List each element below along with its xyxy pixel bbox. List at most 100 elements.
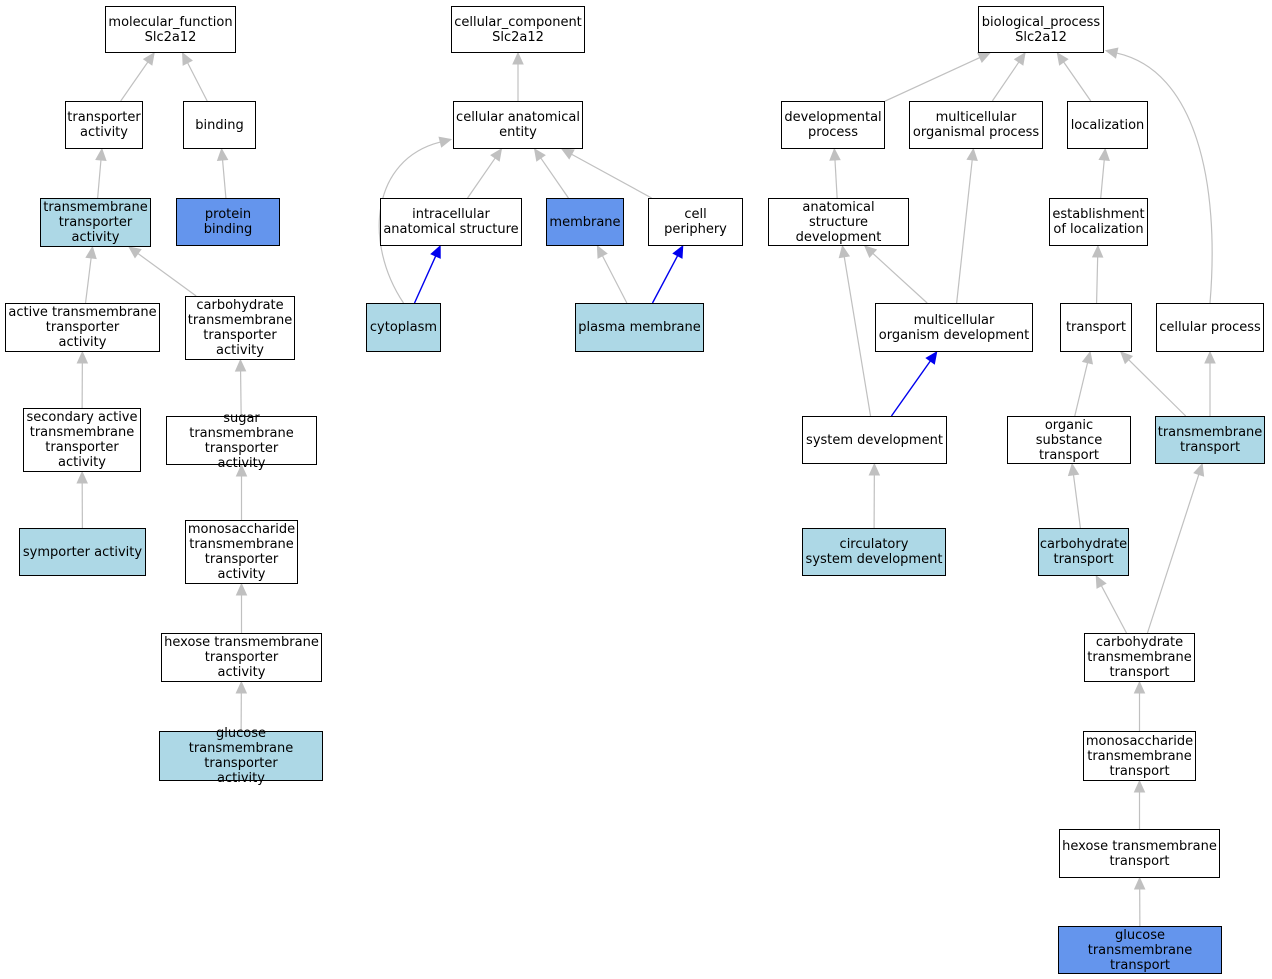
edge-bp_system_dev-to-bp_anat_dev-arrowhead	[838, 244, 851, 259]
node-membrane[interactable]: membrane	[546, 198, 624, 246]
edge-bp_multi_dev-to-bp_multicellular	[956, 159, 973, 304]
node-hexose-transmembrane-transport[interactable]: hexose transmembrane transport	[1059, 829, 1220, 878]
node-carbohydrate-transport[interactable]: carbohydrate transport	[1038, 528, 1129, 576]
edge-bp_organic-to-bp_transport-arrowhead	[1081, 350, 1094, 365]
edge-bp_mono_tm-to-bp_carb_tm-arrowhead	[1133, 680, 1146, 694]
edge-mf_transporter-to-mf_root-arrowhead	[142, 52, 155, 66]
edge-bp_carb_tm-to-bp_carb_transport-arrowhead	[1095, 574, 1107, 589]
edge-bp_transport-to-bp_establishment	[1095, 256, 1099, 304]
edge-bp_multicellular-to-bp_root-arrowhead	[1013, 52, 1026, 66]
edge-mf_active_tm-to-mf_tm_transporter	[84, 257, 92, 304]
node-cytoplasm[interactable]: cytoplasm	[366, 303, 441, 352]
edge-mf_transporter-to-mf_root	[120, 61, 149, 102]
node-establishment-of-localization[interactable]: establishment of localization	[1049, 198, 1148, 246]
edge-bp_carb_tm-to-bp_tm_transport	[1146, 474, 1200, 634]
edge-bp_cellular-to-bp_root-arrowhead	[1104, 47, 1119, 59]
edge-bp_developmental-to-bp_root-arrowhead	[976, 52, 991, 64]
edge-cc_membrane-to-cc_anatomical	[540, 157, 569, 199]
node-developmental-process[interactable]: developmental process	[781, 101, 885, 149]
edge-mf_carb_tm-to-mf_tm_transporter-arrowhead	[128, 246, 142, 259]
node-intracellular-anatomical-structure[interactable]: intracellular anatomical structure	[380, 198, 522, 246]
node-symporter-activity[interactable]: symporter activity	[19, 528, 146, 576]
edge-bp_anat_dev-to-bp_developmental	[834, 159, 838, 199]
node-molecular-function-root[interactable]: molecular_function Slc2a12	[105, 6, 236, 53]
node-transmembrane-transporter-activity[interactable]: transmembrane transporter activity	[40, 198, 151, 247]
edge-bp_tm_transport-to-bp_transport	[1128, 359, 1187, 417]
node-biological-process-root[interactable]: biological_process Slc2a12	[978, 6, 1104, 53]
edge-mf_binding-to-mf_root	[187, 62, 208, 102]
edge-mf_active_tm-to-mf_tm_transporter-arrowhead	[85, 245, 97, 260]
edge-mf_sugar_tm-to-mf_carb_tm	[239, 370, 242, 417]
edge-cc_plasma-to-cc_periphery-arrowhead	[672, 244, 684, 259]
node-carbohydrate-transmembrane-transporter-activity[interactable]: carbohydrate transmembrane transporter a…	[185, 296, 295, 360]
edge-bp_carb_transport-to-bp_organic-arrowhead	[1067, 462, 1080, 477]
edge-bp_system_dev-to-bp_anat_dev	[843, 256, 872, 417]
edge-bp_multi_dev-to-bp_anat_dev-arrowhead	[863, 245, 878, 259]
edge-bp_carb_tm-to-bp_carb_transport	[1100, 585, 1128, 634]
edge-bp_carb_transport-to-bp_organic	[1072, 474, 1081, 529]
edge-bp_hexose_tm-to-bp_mono_tm-arrowhead	[1133, 779, 1146, 793]
node-glucose-transmembrane-transport[interactable]: glucose transmembrane transport	[1058, 926, 1222, 974]
node-hexose-transmembrane-transporter-activity[interactable]: hexose transmembrane transporter activit…	[161, 633, 322, 682]
node-protein-binding[interactable]: protein binding	[176, 198, 280, 246]
edge-bp_organic-to-bp_transport	[1074, 362, 1089, 417]
node-multicellular-organism-development[interactable]: multicellular organism development	[875, 303, 1033, 352]
edge-bp_developmental-to-bp_root	[884, 57, 981, 102]
node-localization[interactable]: localization	[1067, 101, 1148, 149]
edge-bp_anat_dev-to-bp_developmental-arrowhead	[829, 147, 841, 161]
edge-bp_establishment-to-bp_localization	[1100, 159, 1105, 199]
node-cellular-process[interactable]: cellular process	[1156, 303, 1264, 352]
edge-mf_symporter-to-mf_secondary-arrowhead	[76, 470, 88, 484]
node-circulatory-system-development[interactable]: circulatory system development	[802, 528, 946, 576]
edge-mf_binding-to-mf_root-arrowhead	[182, 51, 193, 66]
edge-bp_localization-to-bp_root	[1063, 61, 1092, 102]
node-multicellular-organismal-process[interactable]: multicellular organismal process	[909, 101, 1043, 149]
node-glucose-transmembrane-transporter-activity[interactable]: glucose transmembrane transporter activi…	[159, 726, 323, 786]
node-plasma-membrane[interactable]: plasma membrane	[575, 303, 704, 352]
edge-bp_carb_tm-to-bp_tm_transport-arrowhead	[1193, 462, 1205, 477]
node-sugar-transmembrane-transporter-activity[interactable]: sugar transmembrane transporter activity	[166, 411, 317, 471]
edge-bp_tm_transport-to-bp_transport-arrowhead	[1119, 351, 1134, 365]
node-carbohydrate-transmembrane-transport[interactable]: carbohydrate transmembrane transport	[1084, 633, 1195, 682]
edge-mf_tm_transporter-to-mf_transporter	[97, 159, 102, 199]
node-cell-periphery[interactable]: cell periphery	[648, 198, 743, 246]
edge-mf_mono_tm-to-mf_sugar_tm-arrowhead	[235, 463, 248, 477]
edge-bp_multi_dev-to-bp_anat_dev	[872, 252, 928, 304]
edge-cc_cytoplasm-to-cc_anatomical-arrowhead	[438, 136, 453, 148]
edge-cc_plasma-to-cc_membrane	[601, 255, 628, 304]
node-transport[interactable]: transport	[1060, 303, 1132, 352]
node-organic-substance-transport[interactable]: organic substance transport	[1007, 416, 1131, 464]
edge-bp_establishment-to-bp_localization-arrowhead	[1098, 147, 1110, 161]
edge-mf_sugar_tm-to-mf_carb_tm-arrowhead	[234, 358, 247, 372]
edge-cc_plasma-to-cc_periphery	[651, 255, 679, 304]
edge-bp_circulatory-to-bp_system_dev-arrowhead	[868, 462, 881, 476]
node-cellular-component-root[interactable]: cellular_component Slc2a12	[451, 6, 585, 53]
edge-bp_system_dev-to-bp_multi_dev-arrowhead	[925, 351, 938, 365]
edge-cc_anatomical-to-cc_root-arrowhead	[512, 51, 524, 65]
edge-mf_protein_binding-to-mf_binding-arrowhead	[216, 147, 229, 161]
edge-bp_system_dev-to-bp_multi_dev	[890, 360, 931, 417]
edge-mf_glucose_tm-to-mf_hexose_tm-arrowhead	[235, 680, 248, 694]
node-transmembrane-transport[interactable]: transmembrane transport	[1155, 416, 1265, 464]
node-cellular-anatomical-entity[interactable]: cellular anatomical entity	[453, 101, 583, 149]
edge-bp_glucose_tm-to-bp_hexose_tm-arrowhead	[1133, 876, 1146, 890]
node-monosaccharide-transmembrane-transport[interactable]: monosaccharide transmembrane transport	[1083, 731, 1196, 781]
node-system-development[interactable]: system development	[802, 416, 947, 464]
node-anatomical-structure-development[interactable]: anatomical structure development	[768, 198, 909, 246]
node-active-transmembrane-transporter-activity[interactable]: active transmembrane transporter activit…	[5, 303, 160, 352]
edge-cc_intracellular-to-cc_anatomical	[467, 157, 496, 199]
node-monosaccharide-transmembrane-transporter-activity[interactable]: monosaccharide transmembrane transporter…	[185, 520, 298, 584]
edge-mf_tm_transporter-to-mf_transporter-arrowhead	[95, 147, 107, 161]
edge-bp_multicellular-to-bp_root	[991, 61, 1020, 102]
node-transporter-activity[interactable]: transporter activity	[65, 101, 143, 149]
edge-cc_intracellular-to-cc_anatomical-arrowhead	[490, 148, 503, 162]
edge-cc_membrane-to-cc_anatomical-arrowhead	[533, 148, 546, 162]
edge-bp_tm_transport-to-bp_cellular-arrowhead	[1204, 350, 1216, 364]
edge-cc_cytoplasm-to-cc_intracellular-arrowhead	[430, 244, 441, 259]
edge-cc_periphery-to-cc_anatomical-arrowhead	[560, 148, 575, 160]
node-binding[interactable]: binding	[183, 101, 256, 149]
edge-bp_cellular-to-bp_root	[1116, 52, 1213, 304]
node-secondary-active-transmembrane-transporter-activity[interactable]: secondary active transmembrane transport…	[23, 408, 141, 472]
edge-bp_localization-to-bp_root-arrowhead	[1056, 52, 1069, 66]
